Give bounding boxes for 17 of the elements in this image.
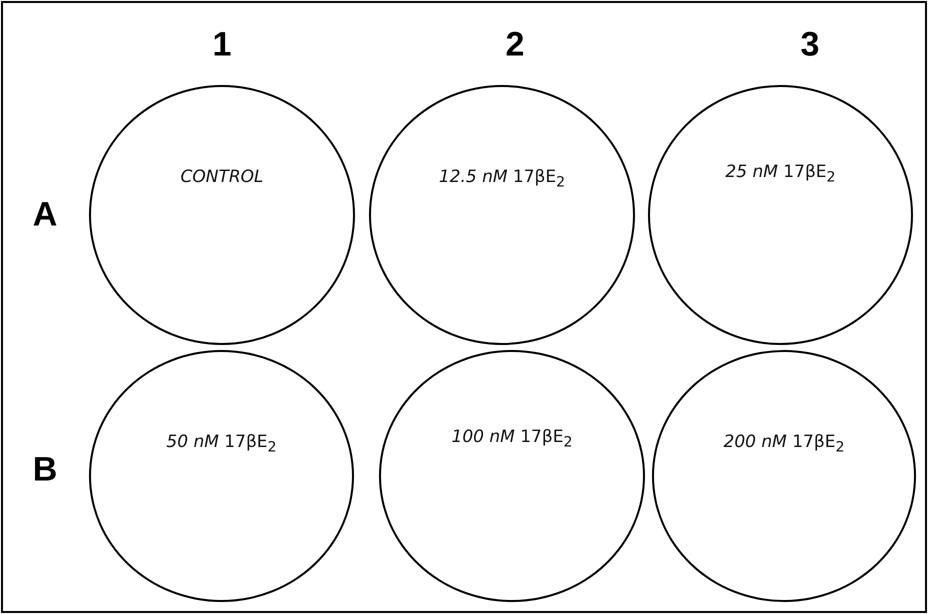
well-label: 25 nM 17βE$_{2}$ bbox=[724, 162, 837, 186]
well-label: CONTROL bbox=[179, 167, 265, 187]
column-number: 2 bbox=[506, 26, 524, 64]
column-number: 1 bbox=[212, 26, 232, 64]
well-circle bbox=[648, 85, 913, 345]
well-circle bbox=[89, 85, 355, 345]
well-circle bbox=[652, 350, 916, 602]
column-number: 3 bbox=[800, 26, 820, 64]
well-label: 100 nM 17βE$_{2}$ bbox=[450, 427, 574, 450]
well-label: 50 nM 17βE$_{2}$ bbox=[165, 432, 278, 456]
well-circle bbox=[89, 350, 354, 602]
well-circle bbox=[379, 350, 645, 602]
well-label: 200 nM 17βE$_{2}$ bbox=[722, 432, 846, 456]
well-circle bbox=[369, 85, 635, 345]
well-label: 12.5 nM 17βE$_{2}$ bbox=[438, 167, 566, 190]
row-letter: A bbox=[32, 196, 58, 234]
row-letter: B bbox=[32, 450, 58, 490]
